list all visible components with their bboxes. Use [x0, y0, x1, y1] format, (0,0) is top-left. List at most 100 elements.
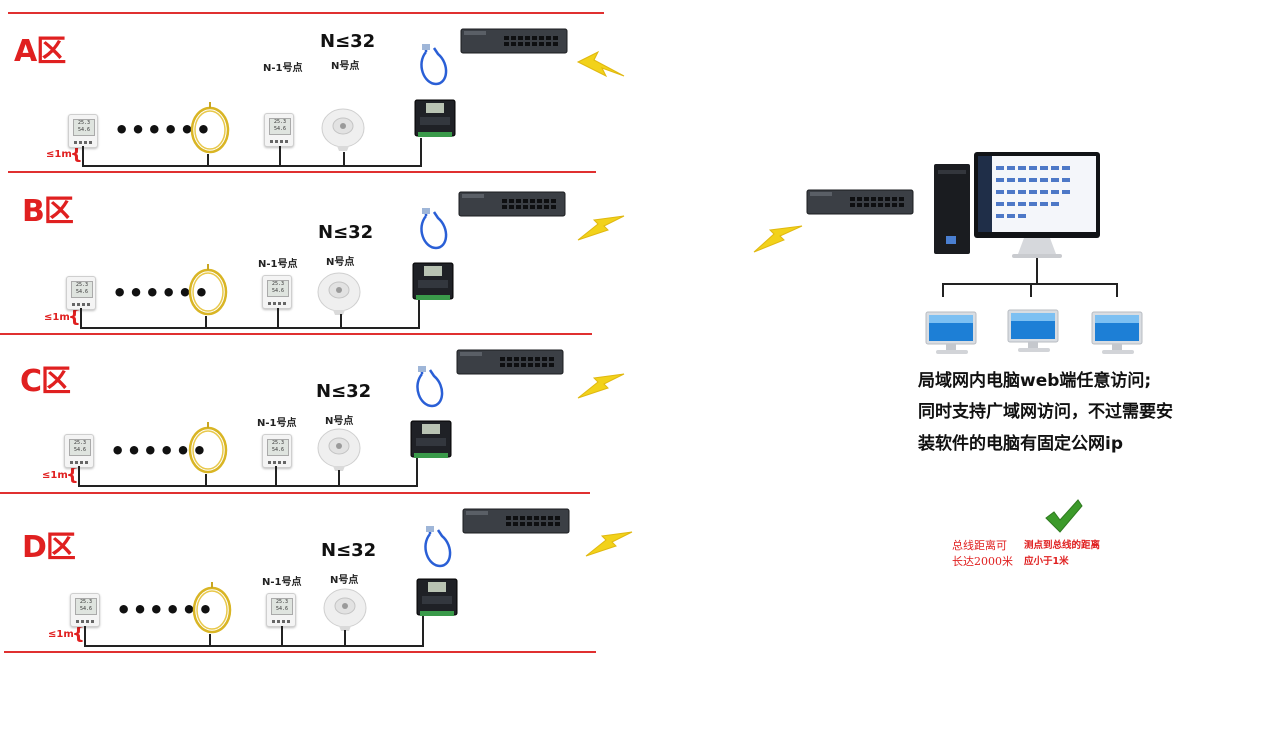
drop-line [82, 146, 84, 166]
monitor-icon [925, 311, 977, 354]
drop-line [78, 466, 80, 486]
cable-coil-icon [190, 102, 230, 154]
network-line [1030, 283, 1032, 297]
access-text-line3: 装软件的电脑有固定公网ip [918, 434, 1123, 454]
drop-line [207, 154, 209, 166]
distance-brace: { [68, 306, 81, 327]
zone-border-top [8, 12, 604, 14]
smoke-detector-icon [321, 108, 365, 151]
distance-brace: { [70, 143, 83, 164]
network-line [1116, 283, 1118, 297]
lightning-icon [577, 215, 625, 241]
network-switch-icon [460, 28, 568, 54]
zone-title: B区 [22, 194, 74, 229]
zone-border-bottom [4, 651, 596, 653]
network-switch-icon [458, 191, 566, 217]
zone-title: D区 [22, 530, 76, 565]
cable-coil-icon [188, 422, 228, 474]
node-n1-label: N-1号点 [263, 63, 303, 74]
distance-label: ≤1m [42, 470, 68, 481]
zone-border-bottom [0, 492, 590, 494]
desktop-computer-icon [934, 152, 1100, 258]
cable-coil-icon [188, 264, 228, 316]
zone-title: A区 [14, 34, 66, 69]
drop-line [422, 616, 424, 646]
lightning-icon [753, 225, 803, 253]
smoke-detector-icon [323, 588, 367, 631]
ethernet-cable-icon [420, 44, 448, 86]
controller-icon [414, 99, 456, 137]
drop-line [344, 630, 346, 646]
lightning-icon [576, 50, 625, 78]
node-count-label: N≤32 [321, 540, 377, 561]
bus-distance-note: 总线距离可长达2000米 [952, 539, 1013, 568]
node-count-label: N≤32 [320, 31, 376, 52]
bus-line [84, 645, 424, 647]
bus-line [78, 485, 418, 487]
distance-brace: { [66, 464, 79, 485]
drop-line [340, 314, 342, 328]
access-text-line1: 局域网内电脑web端任意访问; [918, 371, 1152, 391]
zone-border-bottom [0, 333, 592, 335]
controller-icon [410, 420, 452, 458]
drop-line [205, 474, 207, 486]
zone-border-bottom [8, 171, 596, 173]
node-n-label: N号点 [330, 575, 359, 586]
node-n1-label: N-1号点 [257, 418, 297, 429]
checkmark-icon [1045, 499, 1083, 533]
network-line [1036, 258, 1038, 284]
network-line [942, 283, 944, 297]
node-count-label: N≤32 [316, 381, 372, 402]
lightning-icon [585, 531, 633, 557]
drop-line [343, 152, 345, 166]
controller-icon [416, 578, 458, 616]
controller-icon [412, 262, 454, 300]
ethernet-cable-icon [424, 526, 452, 568]
cable-coil-icon [192, 582, 232, 634]
access-text-line2: 同时支持广域网访问，不过需要安 [918, 402, 1173, 422]
point-distance-note: 测点到总线的距离应小于1米 [1024, 540, 1101, 567]
bus-line [80, 327, 420, 329]
network-switch-icon [462, 508, 570, 534]
drop-line [205, 316, 207, 328]
monitor-icon [1007, 309, 1059, 352]
node-n-label: N号点 [331, 61, 360, 72]
ethernet-cable-icon [420, 208, 448, 250]
ethernet-cable-icon [416, 366, 444, 408]
drop-line [277, 308, 279, 328]
drop-line [420, 138, 422, 166]
network-switch-icon [806, 189, 914, 215]
node-n-label: N号点 [325, 416, 354, 427]
node-n-label: N号点 [326, 257, 355, 268]
network-switch-icon [456, 349, 564, 375]
lightning-icon [577, 373, 625, 399]
drop-line [338, 470, 340, 486]
distance-label: ≤1m [48, 629, 74, 640]
drop-line [80, 308, 82, 328]
distance-brace: { [72, 623, 85, 644]
drop-line [418, 300, 420, 328]
distance-label: ≤1m [46, 149, 72, 160]
drop-line [279, 146, 281, 166]
smoke-detector-icon [317, 428, 361, 471]
node-n1-label: N-1号点 [258, 259, 298, 270]
smoke-detector-icon [317, 272, 361, 315]
drop-line [84, 626, 86, 646]
monitor-icon [1091, 311, 1143, 354]
drop-line [416, 458, 418, 486]
drop-line [275, 466, 277, 486]
zone-title: C区 [20, 364, 71, 399]
node-n1-label: N-1号点 [262, 577, 302, 588]
bus-line [82, 165, 422, 167]
drop-line [281, 626, 283, 646]
node-count-label: N≤32 [318, 222, 374, 243]
drop-line [209, 634, 211, 646]
